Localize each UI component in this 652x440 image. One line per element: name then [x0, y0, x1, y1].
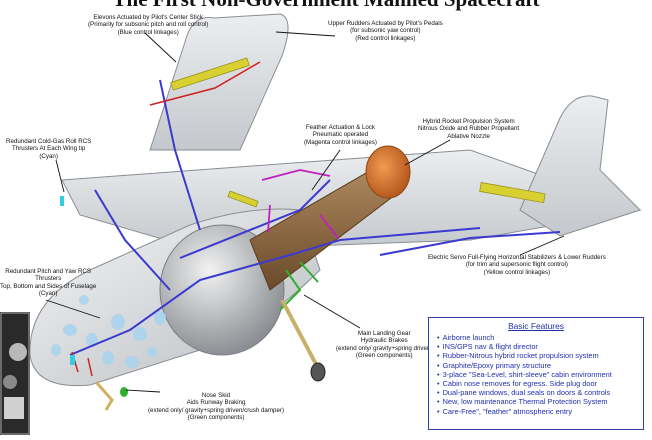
left-boom-fin	[149, 13, 289, 151]
feature-item: Care-Free", "feather" atmospheric entry	[437, 407, 643, 416]
right-boom-fin	[519, 95, 641, 237]
feature-item: Dual-pane windows, dual seals on doors &…	[437, 388, 643, 397]
yellow-linkages	[170, 57, 546, 208]
blue-linkages	[69, 79, 561, 356]
feature-item: Airborne launch	[437, 333, 643, 342]
basic-features-box: Basic Features Airborne launch INS/GPS n…	[428, 317, 644, 430]
main-gear-wheel	[310, 362, 326, 382]
cockpit-photo	[0, 312, 30, 435]
page-title: The First Non-Government Manned Spacecra…	[0, 0, 652, 12]
label-elevons: Elevons Actuated by Pilot's Center Stick…	[88, 14, 209, 36]
green-components	[279, 261, 319, 311]
label-stabilizers: Electric Servo Full-Flying Horizontal St…	[428, 254, 606, 276]
nose-skid	[94, 381, 114, 411]
feature-item: Rubber-Nitrous hybrid rocket propulsion …	[437, 351, 643, 360]
label-upper-rudders: Upper Rudders Actuated by Pilot's Pedals…	[328, 20, 443, 42]
feature-item: New, low maintenance Thermal Protection …	[437, 397, 643, 406]
ablative-nozzle	[365, 145, 411, 199]
feature-item: 3-place "Sea-Level, shirt-sleeve" cabin …	[437, 370, 643, 379]
propellant-tank	[159, 224, 285, 356]
feature-item: Cabin nose removes for egress. Side plug…	[437, 379, 643, 388]
features-heading: Basic Features	[508, 321, 564, 331]
cyan-thrusters	[60, 196, 75, 365]
cockpit-windows	[51, 295, 166, 368]
feature-item: INS/GPS nav & flight director	[437, 342, 643, 351]
main-gear-strut	[280, 299, 320, 369]
magenta-linkages	[261, 169, 339, 239]
feature-item: Graphite/Epoxy primary structure	[437, 361, 643, 370]
leader-lines	[45, 31, 565, 393]
features-list: Airborne launch INS/GPS nav & flight dir…	[429, 333, 643, 416]
